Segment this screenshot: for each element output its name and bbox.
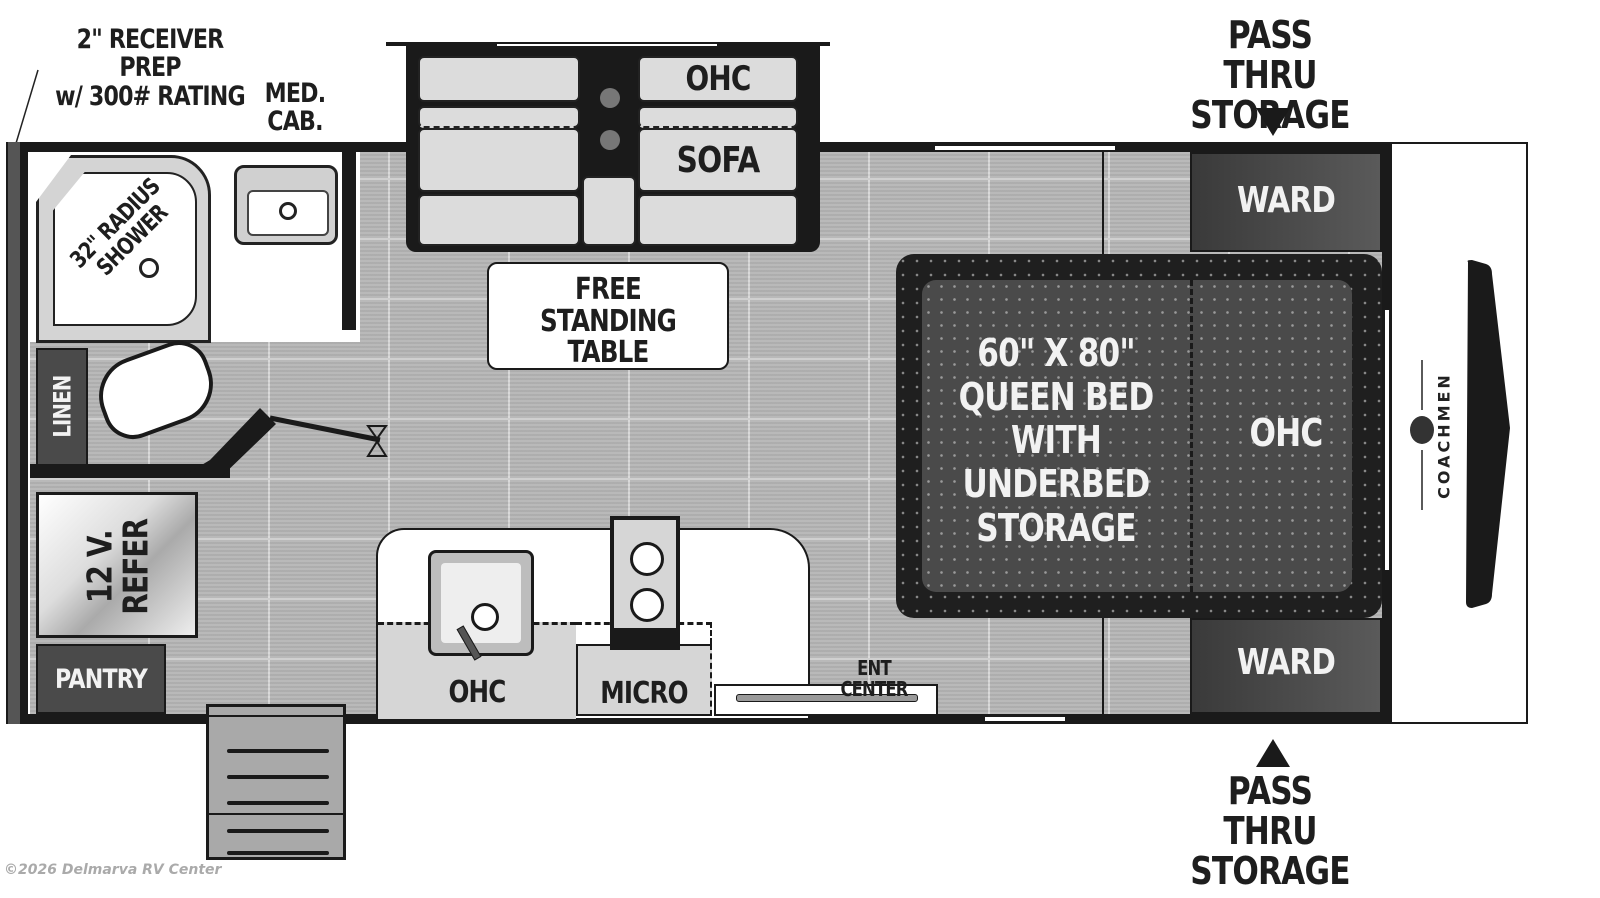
pantry-label: PANTRY	[55, 664, 148, 695]
receiver-line1: 2" RECEIVER PREP	[76, 24, 225, 84]
table-line3: TABLE	[567, 335, 649, 370]
ward-bottom-label: WARD	[1236, 642, 1336, 683]
bed-line5: STORAGE	[976, 505, 1136, 550]
sofa-label: SOFA	[676, 140, 761, 181]
entry-steps[interactable]	[206, 704, 346, 860]
tv-icon	[736, 694, 918, 702]
brand-logo: COACHMEN	[1402, 350, 1462, 520]
mattress	[922, 280, 1352, 592]
sofa-back-left	[418, 106, 580, 128]
bathroom-wall-angled	[30, 464, 230, 478]
micro-label: MICRO	[600, 676, 688, 711]
table-line1: FREE	[574, 272, 642, 307]
ward-top-label: WARD	[1236, 180, 1336, 221]
arrow-up-icon	[1256, 739, 1290, 767]
bed-line3: WITH	[1010, 418, 1102, 463]
pass-thru-bottom-line2: STORAGE	[1190, 848, 1350, 893]
table-label: FREE STANDING TABLE	[510, 274, 705, 369]
coachmen-logo-icon	[1410, 360, 1434, 510]
step-2	[227, 775, 329, 779]
cupholder-2-icon	[600, 130, 620, 150]
pass-thru-bottom-line1: PASS THRU	[1223, 769, 1317, 853]
window-bottom	[985, 717, 1065, 721]
receiver-leader-line	[13, 69, 39, 151]
linen-label: LINEN	[48, 375, 77, 438]
shower-drain-icon	[139, 258, 159, 278]
sofa-area: OHC SOFA	[416, 54, 800, 248]
step-1	[227, 749, 329, 753]
queen-bed[interactable]: 60" X 80" QUEEN BED WITH UNDERBED STORAG…	[896, 254, 1382, 618]
sink-drain-icon	[279, 202, 297, 220]
ohc-left	[418, 56, 580, 102]
sofa-front-right	[638, 194, 798, 246]
refer-line1: 12 V.	[80, 530, 121, 604]
bathroom-door[interactable]	[180, 400, 400, 480]
linen-cabinet: LINEN	[36, 348, 88, 466]
ent-center-label: ENT CENTER	[840, 656, 908, 701]
arrow-down-icon	[1256, 108, 1290, 136]
sofa-front-left	[418, 194, 580, 246]
refer-line2: REFER	[116, 518, 156, 615]
copyright-text: ©2026 Delmarva RV Center	[4, 862, 222, 878]
window-rear	[1385, 310, 1389, 570]
table-line2: STANDING	[539, 303, 677, 339]
pass-thru-bottom-callout: PASS THRU STORAGE	[1180, 769, 1360, 893]
bed-ohc-label: OHC	[1249, 411, 1324, 455]
refrigerator[interactable]: 12 V. REFER	[36, 492, 198, 638]
bed-line4: UNDERBED	[962, 462, 1151, 507]
window-top	[935, 146, 1115, 150]
microwave[interactable]: MICRO	[576, 644, 712, 716]
burner-1-icon	[630, 542, 664, 576]
sofa-seat-right[interactable]: SOFA	[638, 128, 798, 192]
brand-text: COACHMEN	[1434, 372, 1454, 499]
free-standing-table[interactable]: FREE STANDING TABLE	[487, 262, 729, 370]
wall-left-front	[6, 142, 28, 724]
med-cab-line1: MED.	[264, 78, 326, 109]
step-3	[227, 801, 329, 805]
cupholder	[584, 56, 636, 176]
sofa-middle-lower	[582, 176, 636, 246]
ohc-right[interactable]: OHC	[638, 56, 798, 102]
pass-thru-top-callout: PASS THRU STORAGE	[1180, 13, 1360, 136]
wardrobe-bottom[interactable]: WARD	[1190, 618, 1382, 714]
bathroom-sink	[234, 165, 338, 245]
pantry[interactable]: PANTRY	[36, 644, 166, 714]
pass-thru-top-line1: PASS THRU	[1223, 13, 1317, 97]
receiver-callout: 2" RECEIVER PREP w/ 300# RATING	[43, 24, 256, 112]
wall-top-left	[6, 142, 406, 152]
slide-ohc-label: OHC	[685, 59, 751, 99]
med-cab-line2: CAB.	[267, 106, 323, 138]
bed-ohc-divider	[1190, 280, 1193, 592]
step-5	[227, 851, 329, 855]
receiver-line2: w/ 300# RATING	[55, 80, 246, 112]
sofa-seat-left	[418, 128, 580, 192]
bathroom-wall-vertical	[342, 150, 356, 330]
kitchen-sink[interactable]	[428, 550, 534, 661]
kitchen-ohc-label: OHC	[448, 675, 506, 710]
step-4	[227, 829, 329, 833]
sofa-back-right	[638, 106, 798, 128]
entertainment-center[interactable]	[714, 684, 938, 716]
bed-line1: 60" X 80"	[977, 331, 1135, 375]
wall-partition-top	[1102, 152, 1104, 256]
burner-2-icon	[630, 588, 664, 622]
cupholder-1-icon	[600, 88, 620, 108]
bed-line2: QUEEN BED	[958, 374, 1155, 419]
wall-partition-bottom	[1102, 616, 1104, 716]
shower: 32" RADIUS SHOWER	[36, 155, 211, 343]
med-cab-callout: MED. CAB.	[258, 78, 332, 138]
cooktop[interactable]	[610, 516, 680, 650]
wall-bottom	[6, 714, 1392, 724]
faucet-icon	[471, 603, 499, 631]
bed-label: 60" X 80" QUEEN BED WITH UNDERBED STORAG…	[958, 331, 1155, 550]
rear-bumper	[1466, 260, 1510, 608]
refer-label: 12 V. REFER	[80, 517, 156, 615]
wardrobe-top[interactable]: WARD	[1190, 152, 1382, 252]
